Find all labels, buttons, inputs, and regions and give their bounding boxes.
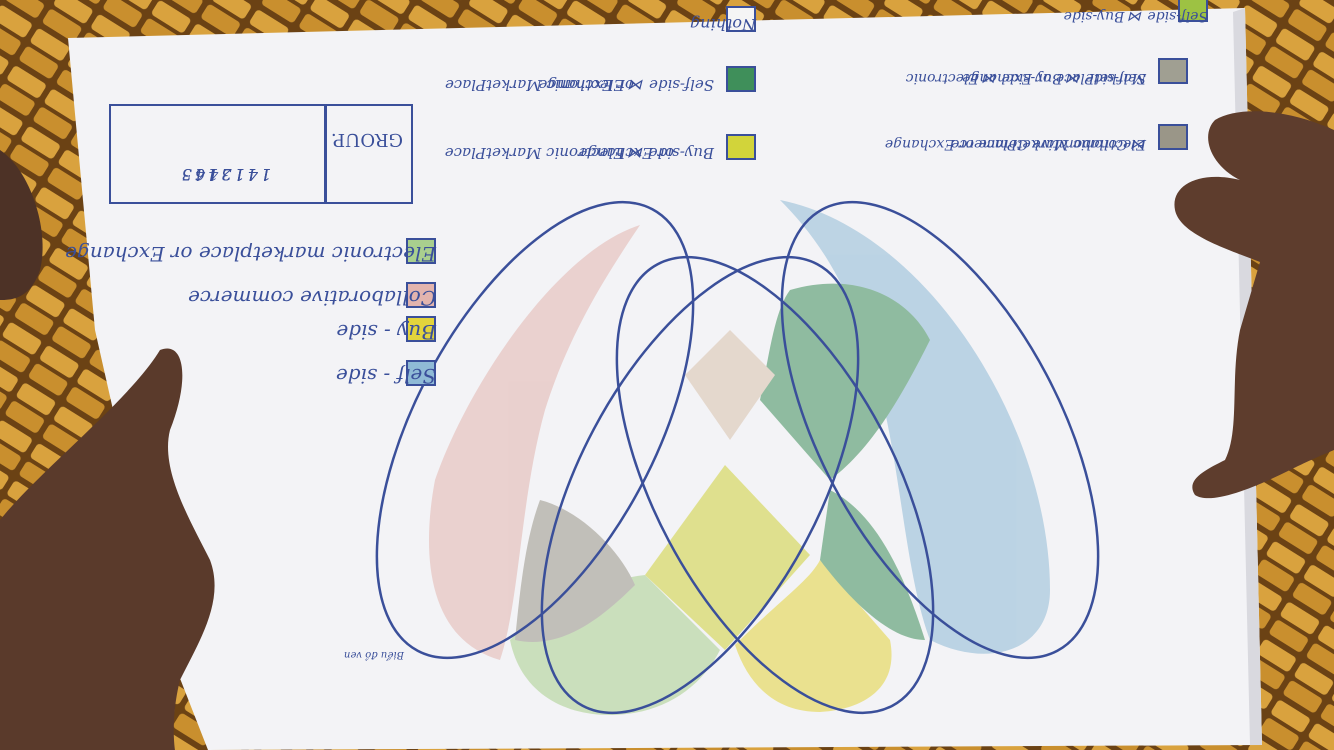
venn-outline-buy-side bbox=[615, 255, 935, 715]
region-self-elec-2 bbox=[820, 490, 925, 640]
venn-diagram bbox=[375, 200, 1100, 715]
venn-outline-electronic-market bbox=[540, 255, 860, 715]
region-self-side bbox=[780, 200, 1050, 654]
region-collab-only bbox=[428, 225, 640, 660]
hand-right bbox=[1174, 111, 1334, 499]
hand-left-top bbox=[0, 150, 43, 300]
region-center-top bbox=[685, 330, 775, 440]
hand-left-bottom bbox=[0, 348, 215, 750]
region-self-elec-1 bbox=[760, 283, 930, 480]
region-buy-elec bbox=[645, 465, 810, 650]
venn-outline-self-side bbox=[780, 200, 1100, 660]
region-collab-elec bbox=[515, 500, 635, 642]
